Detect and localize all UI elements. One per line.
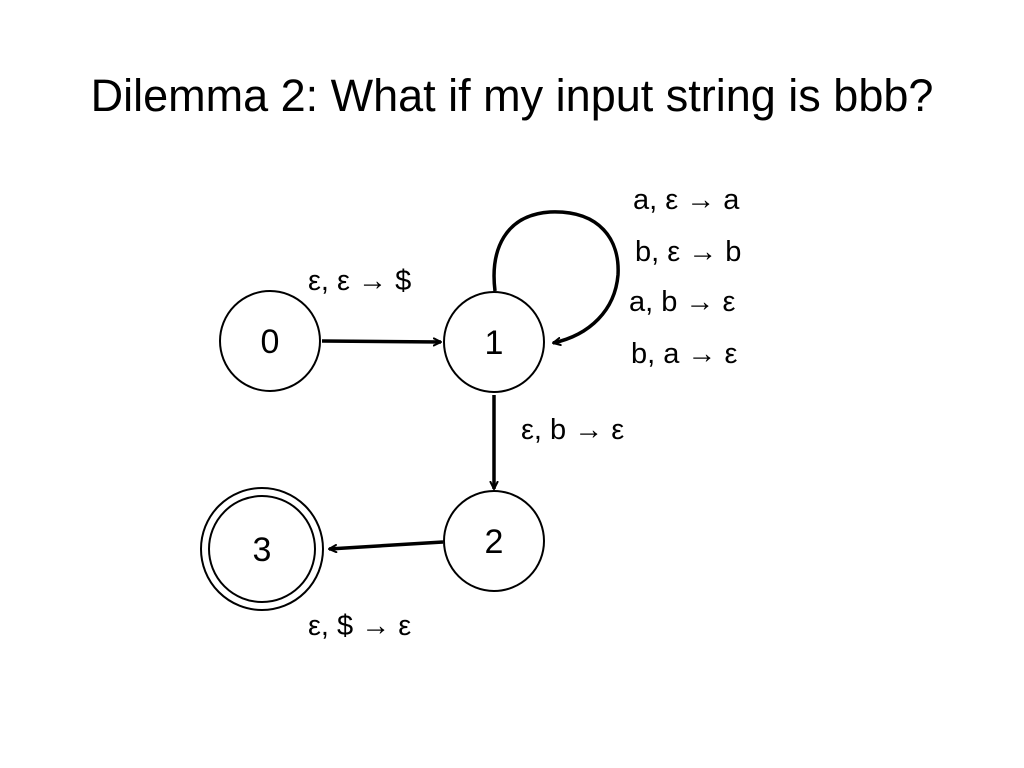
state-1-label: 1: [485, 324, 504, 362]
state-1: 1: [443, 291, 545, 393]
state-3-label: 3: [253, 531, 272, 569]
self-loop-label-4: b, a → ε: [631, 338, 737, 370]
edge-0-1-label: ε, ε → $: [308, 265, 411, 297]
state-2: 2: [443, 490, 545, 592]
self-loop-label-1: a, ε → a: [633, 184, 740, 216]
state-0-label: 0: [261, 323, 280, 361]
edge-2-to-3: [329, 540, 444, 549]
edge-1-2-label: ε, b → ε: [521, 414, 624, 446]
self-loop-label-2: b, ε → b: [635, 236, 741, 268]
slide-title: Dilemma 2: What if my input string is bb…: [90, 70, 934, 121]
edge-0-to-1: [321, 341, 441, 342]
edge-2-3-label: ε, $ → ε: [308, 610, 411, 642]
state-3-accepting: 3: [200, 487, 324, 611]
edge-1-self-loop: [492, 210, 620, 343]
self-loop-label-3: a, b → ε: [629, 286, 735, 318]
state-2-label: 2: [485, 523, 504, 561]
state-0: 0: [219, 290, 321, 392]
